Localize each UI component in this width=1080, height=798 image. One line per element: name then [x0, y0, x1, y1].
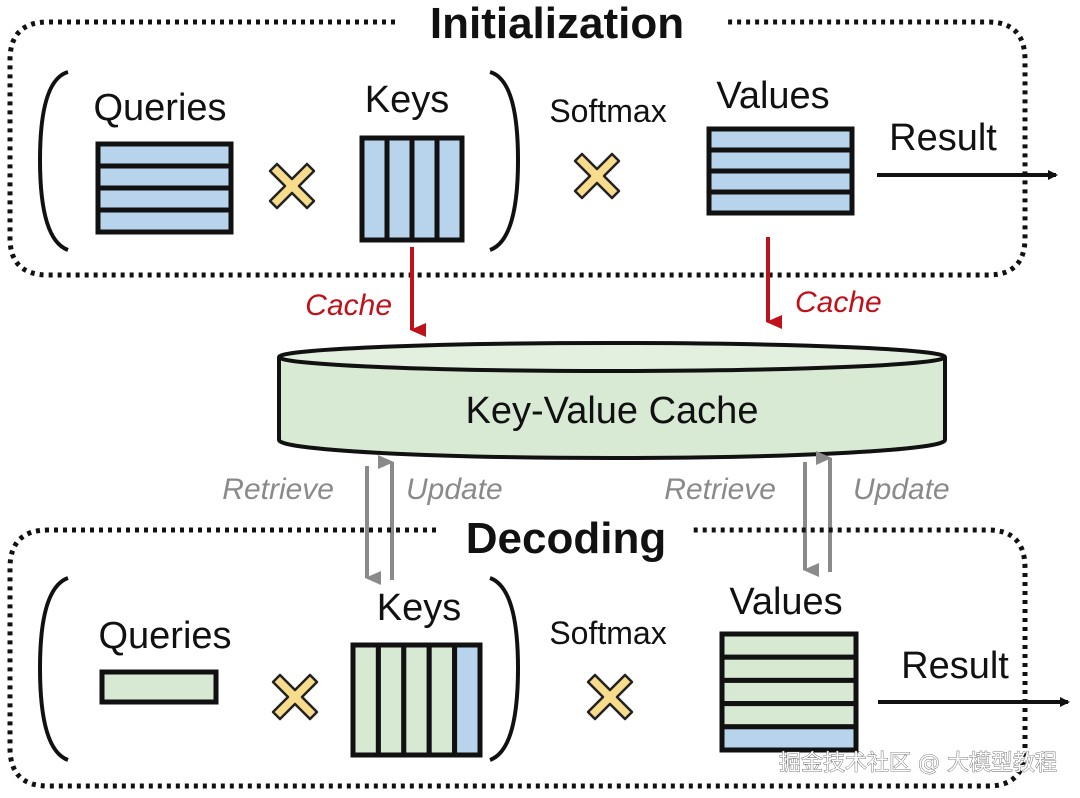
values-label: Values: [716, 75, 829, 117]
queries-matrix: [95, 141, 234, 235]
keys-retrieve-label: Retrieve: [222, 473, 334, 506]
matrix-row: [719, 631, 859, 660]
watermark: 掘金技术社区 @ 大模型教程: [779, 751, 1057, 776]
queries-label: Queries: [98, 615, 231, 657]
matrix-row: [95, 163, 234, 191]
matrix-col: [401, 642, 432, 758]
multiply-icon: [268, 162, 316, 210]
keys-cache-label: Cache: [305, 289, 392, 322]
matrix-col: [350, 642, 381, 758]
matrix-row: [719, 701, 859, 730]
cache-arrows: Cache Cache: [305, 237, 882, 337]
matrix-row: [95, 141, 234, 169]
initialization-border: [7, 19, 1028, 278]
multiply-glyph: [573, 152, 621, 200]
matrix-row: [706, 126, 855, 153]
left-bracket: [37, 70, 69, 252]
matrix-col: [384, 135, 415, 243]
keys-matrix: [359, 135, 465, 243]
multiply-glyph: [586, 673, 634, 721]
matrix-col: [359, 135, 390, 243]
left-bracket: [37, 576, 69, 762]
matrix-row: [719, 677, 859, 707]
right-bracket: [489, 576, 521, 762]
initialization-section: Initialization Queries Keys Softmax Valu…: [7, 0, 1058, 278]
matrix-row: [706, 147, 855, 174]
keys-label: Keys: [377, 587, 461, 629]
cylinder-body: [277, 357, 947, 460]
keys-matrix: [350, 642, 483, 758]
matrix-row: [706, 189, 855, 216]
queries-label: Queries: [93, 87, 226, 129]
multiply-icon: [271, 673, 319, 721]
kv-cache-label: Key-Value Cache: [466, 390, 759, 432]
matrix-row: [99, 669, 219, 705]
matrix-row: [719, 654, 859, 683]
queries-matrix: [99, 669, 219, 705]
matrix-row: [95, 207, 234, 235]
result-label: Result: [889, 117, 997, 159]
multiply-icon: [586, 673, 634, 721]
matrix-col: [409, 135, 440, 243]
keys-label: Keys: [365, 79, 449, 121]
values-cache-label: Cache: [795, 286, 882, 319]
multiply-glyph: [271, 673, 319, 721]
kv-cache-store: Key-Value Cache: [277, 341, 947, 460]
decoding-section: Decoding Queries Keys Softmax Values Res…: [7, 514, 1070, 789]
matrix-row-new: [719, 724, 859, 753]
cache-io-arrows: Retrieve Update Retrieve Update: [222, 451, 950, 585]
softmax-label: Softmax: [549, 615, 666, 651]
values-matrix: [719, 631, 859, 753]
matrix-col: [375, 642, 407, 758]
matrix-col: [426, 642, 458, 758]
softmax-label: Softmax: [549, 93, 666, 129]
multiply-glyph: [268, 162, 316, 210]
decoding-border: [7, 527, 1028, 789]
keys-update-label: Update: [406, 473, 503, 506]
cylinder-top: [277, 341, 947, 373]
multiply-icon: [573, 152, 621, 200]
values-retrieve-label: Retrieve: [664, 473, 776, 506]
values-label: Values: [729, 581, 842, 623]
initialization-title: Initialization: [430, 0, 684, 48]
result-label: Result: [901, 645, 1009, 687]
right-bracket: [489, 70, 521, 252]
matrix-row: [706, 168, 855, 195]
matrix-row: [95, 185, 234, 213]
matrix-col: [434, 135, 465, 243]
values-update-label: Update: [853, 473, 950, 506]
decoding-title: Decoding: [466, 514, 666, 563]
values-matrix: [706, 126, 855, 216]
matrix-col-new: [452, 642, 483, 758]
